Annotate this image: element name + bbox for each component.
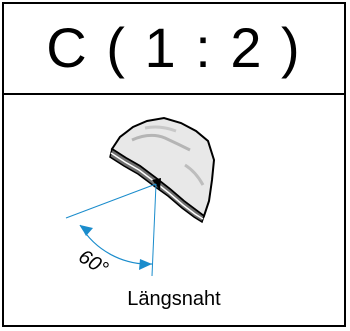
weld-seam — [152, 178, 161, 190]
seam-caption: Längsnaht — [127, 288, 221, 310]
angle-label: 60° — [75, 246, 112, 281]
arrowhead-bottom — [139, 259, 152, 270]
workpiece-section — [109, 116, 216, 224]
extension-line-bottom — [151, 183, 157, 277]
plate-edge-highlight — [110, 152, 204, 220]
part-texture-3 — [184, 163, 205, 186]
title-divider — [2, 93, 346, 95]
angle-dimension: 60° — [65, 183, 157, 281]
part-texture-1 — [131, 133, 191, 152]
part-texture-2 — [144, 125, 177, 133]
arrowhead-left — [80, 225, 93, 236]
extension-line-left — [65, 183, 157, 219]
detail-view-title: C ( 1 : 2 ) — [46, 16, 302, 79]
